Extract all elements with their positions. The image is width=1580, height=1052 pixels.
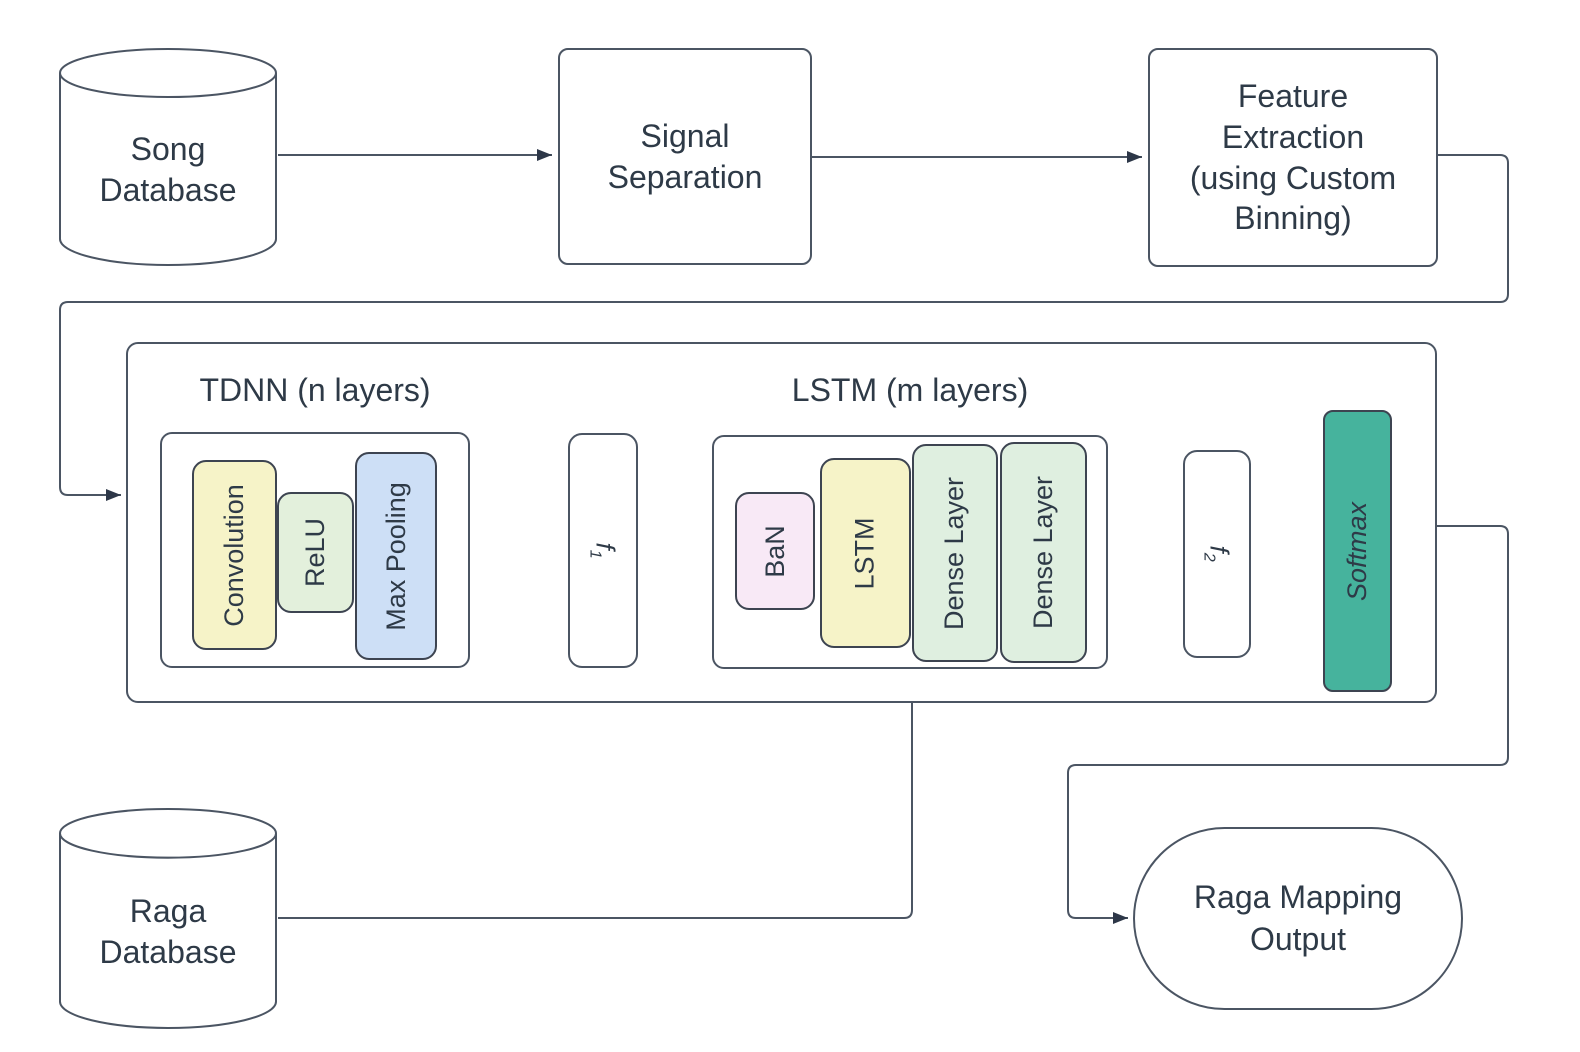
edge-ragadb-to-lstm	[278, 676, 918, 919]
relu-label: ReLU	[300, 517, 330, 588]
lstm-layer-ban: BaN	[735, 492, 815, 610]
feature-extraction-node: Feature Extraction (using Custom Binning…	[1148, 48, 1438, 267]
signal-separation-node: Signal Separation	[558, 48, 812, 265]
max-pooling-label: Max Pooling	[380, 481, 411, 631]
f1-node: f1	[568, 433, 638, 668]
lstm-title: LSTM (m layers)	[791, 372, 1029, 408]
signal-separation-label: Signal Separation	[607, 117, 763, 195]
feature-extraction-label: Feature Extraction (using Custom Binning…	[1189, 77, 1397, 237]
dense-layer-1-label: Dense Layer	[939, 476, 970, 630]
softmax-node: Softmax	[1323, 410, 1392, 692]
tdnn-layer-max-pooling: Max Pooling	[355, 452, 437, 660]
raga-mapping-output-label: Raga Mapping Output	[1193, 878, 1403, 957]
f1-label: f1	[586, 542, 621, 559]
softmax-label: Softmax	[1342, 501, 1373, 601]
lstm-layer-dense-2: Dense Layer	[1000, 442, 1087, 663]
tdnn-layer-relu: ReLU	[277, 492, 354, 613]
raga-mapping-output-node: Raga Mapping Output	[1133, 827, 1463, 1010]
ban-label: BaN	[759, 524, 790, 578]
song-database-node: Song Database	[58, 47, 278, 267]
tdnn-layer-convolution: Convolution	[192, 460, 277, 650]
dense-layer-2-label: Dense Layer	[1028, 475, 1058, 630]
convolution-label: Convolution	[219, 483, 249, 627]
lstm-layer-dense-1: Dense Layer	[912, 444, 998, 662]
cylinder-shape	[59, 48, 277, 266]
raga-database-label: Raga Database	[99, 892, 237, 970]
song-database-label: Song Database	[99, 131, 237, 208]
f2-node: f2	[1183, 450, 1251, 658]
tdnn-title: TDNN (n layers)	[199, 372, 431, 408]
f2-label: f2	[1200, 545, 1235, 563]
lstm-layer-lstm: LSTM	[820, 458, 911, 648]
cylinder-shape	[59, 808, 277, 1029]
raga-database-node: Raga Database	[58, 807, 278, 1030]
lstm-label: LSTM	[849, 516, 880, 590]
